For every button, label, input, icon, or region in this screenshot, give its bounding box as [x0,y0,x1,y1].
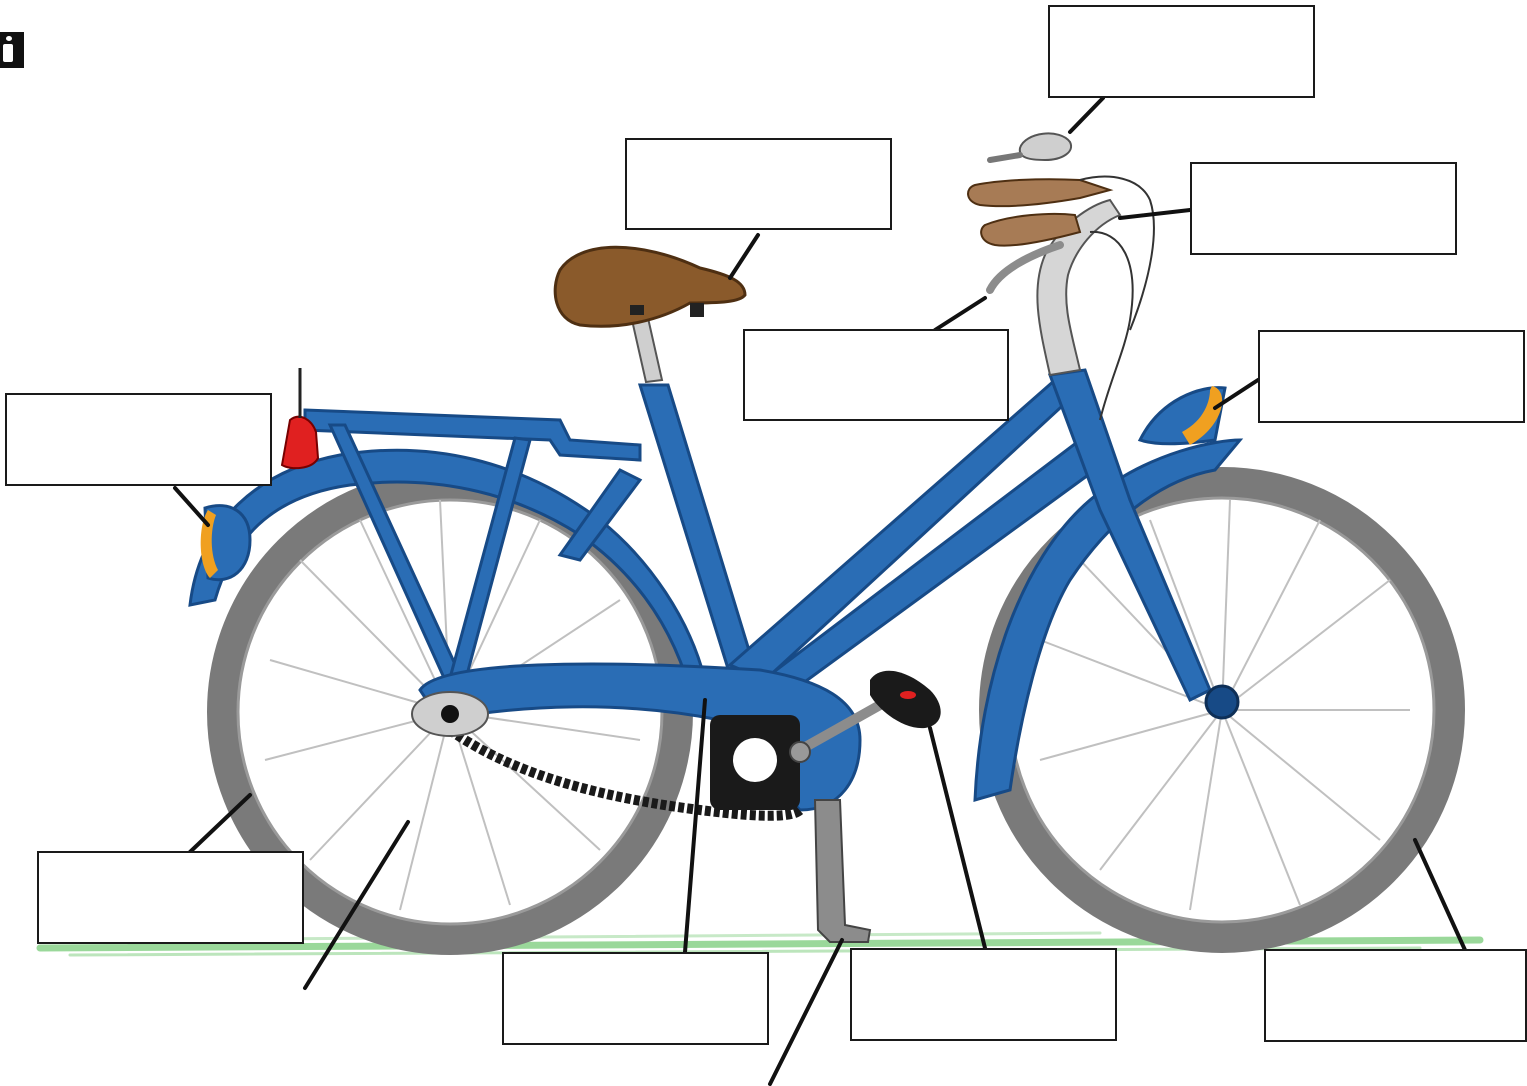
label-box-rear-tyre[interactable] [37,851,304,944]
label-box-chain[interactable] [502,952,769,1045]
kickstand-drawing [815,800,870,942]
label-box-saddle[interactable] [625,138,892,230]
saddle-drawing [555,247,745,382]
label-box-brake-lever[interactable] [743,329,1009,421]
chainring [710,715,800,810]
label-box-handlebar[interactable] [1190,162,1457,255]
label-box-back-light[interactable] [5,393,272,486]
rear-hub [412,692,488,736]
front-hub [1206,686,1238,718]
label-box-pedal[interactable] [850,948,1117,1041]
front-lamp-drawing [1140,386,1225,445]
label-box-front-tyre[interactable] [1264,949,1527,1042]
rear-reflector-drawing [282,417,318,468]
label-box-front-light[interactable] [1258,330,1525,423]
label-box-bell[interactable] [1048,5,1315,98]
back-lamp-drawing [201,506,250,580]
